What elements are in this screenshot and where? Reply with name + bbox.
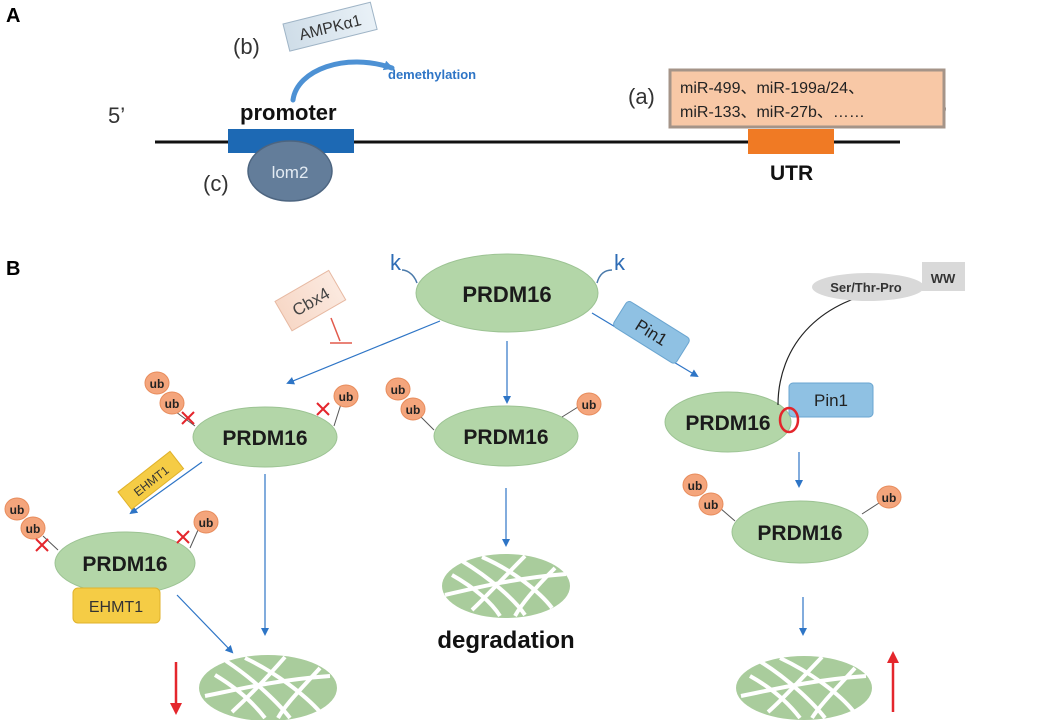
mitochondrion-left [199,655,337,720]
block-x [181,402,330,425]
block-x [35,530,190,552]
ub-bubble [400,397,426,421]
five-prime-label: 5’ [108,103,125,128]
ub-label: ub [688,479,703,493]
ub-link [561,406,579,418]
ub-link [175,411,196,427]
ub-label: ub [26,522,41,536]
mirna-box [668,68,946,129]
ub-single-left-bottom: ub [193,510,219,534]
ub-bubble [159,391,185,415]
ub-chain-right: ub ub [682,473,724,516]
k-right: k [614,250,626,275]
ub-single-right: ub [876,485,902,509]
item-c-label: (c) [203,171,229,196]
ub-label: ub [391,383,406,397]
lom2-protein [247,140,333,202]
ub-label: ub [165,397,180,411]
ub-label: ub [406,403,421,417]
ub-label: ub [704,498,719,512]
degradation-label: degradation [437,627,574,654]
ub-label: ub [10,503,25,517]
pin1-arrow-box: Pin1 [613,301,690,364]
mitochondrion-right [736,655,872,720]
demethylation-label: demethylation [388,67,476,82]
ub-link [42,535,59,551]
pin1-box [788,382,874,418]
ub-bubble [698,492,724,516]
ub-label: ub [882,491,897,505]
cbx4-box: Cbx4 [274,269,347,332]
ub-bubble [385,377,411,401]
mirna-line1: miR-499、miR-199a/24、 [680,80,864,97]
ub-bubble [4,497,30,521]
prdm16-top-label: PRDM16 [462,282,551,307]
k-left: k [390,250,402,275]
ehmt1-label: EHMT1 [89,599,143,616]
binding-site-circle [778,406,800,434]
ub-chain-left-top: ub ub [144,371,185,415]
prdm16-right [664,391,792,453]
ub-chain-center: ub ub [385,377,426,421]
ww-label: WW [931,271,956,286]
k-link-left [401,269,418,284]
ub-bubble [193,510,219,534]
ehmt1-box [72,587,161,624]
ub-bubble [576,392,602,416]
ehmt1-arrow-box: EHMT1 [117,450,185,511]
ser-thr-pro-label: Ser/Thr-Pro [830,280,902,295]
pin1-label: Pin1 [814,391,848,410]
ub-single-left-top: ub [333,384,359,408]
ub-bubble [333,384,359,408]
ub-link [419,415,435,431]
arrow-bottom-left-diag [176,594,234,654]
lom2-label: lom2 [272,163,309,182]
ub-label: ub [339,390,354,404]
prdm16-right-label: PRDM16 [685,412,770,435]
ub-chain-left-bottom: ub ub [4,497,46,540]
ub-label: ub [199,516,214,530]
ub-bubble [876,485,902,509]
panel-a-label: A [6,5,20,27]
prdm16-right-bottom [731,500,869,564]
ub-label: ub [582,398,597,412]
item-b-label: (b) [233,34,260,59]
item-a-label: (a) [628,84,655,109]
cbx4-inhibit-line [330,317,341,342]
prdm16-top [415,253,599,333]
promoter-label: promoter [240,100,337,125]
arrow-to-ehmt1 [129,461,203,515]
panel-b-label: B [6,258,20,280]
ser-thr-pro-motif [812,273,924,301]
mirna-line2: miR-133、miR-27b、…… [680,104,865,121]
utr-box [748,129,834,154]
utr-label: UTR [770,162,813,185]
ub-bubble [144,371,170,395]
prdm16-center-label: PRDM16 [463,426,548,449]
ub-bubble [20,516,46,540]
prdm16-left [192,406,338,468]
ww-domain [922,262,965,291]
ub-link [333,403,342,427]
ub-link [189,529,199,549]
prdm16-left-label: PRDM16 [222,427,307,450]
ampk-box: AMPKα1 [282,1,378,52]
arrow-top-left [286,320,441,385]
ub-link [861,502,880,515]
ub-bubble [682,473,708,497]
prdm16-center [433,405,579,467]
ub-link [719,507,736,522]
ub-single-center: ub [576,392,602,416]
ub-label: ub [150,377,165,391]
prdm16-bottom-left-label: PRDM16 [82,553,167,576]
demethylation-arrow [290,59,395,103]
prdm16-right-bottom-label: PRDM16 [757,522,842,545]
mitochondrion-center [442,554,570,618]
k-link-right [596,269,613,284]
